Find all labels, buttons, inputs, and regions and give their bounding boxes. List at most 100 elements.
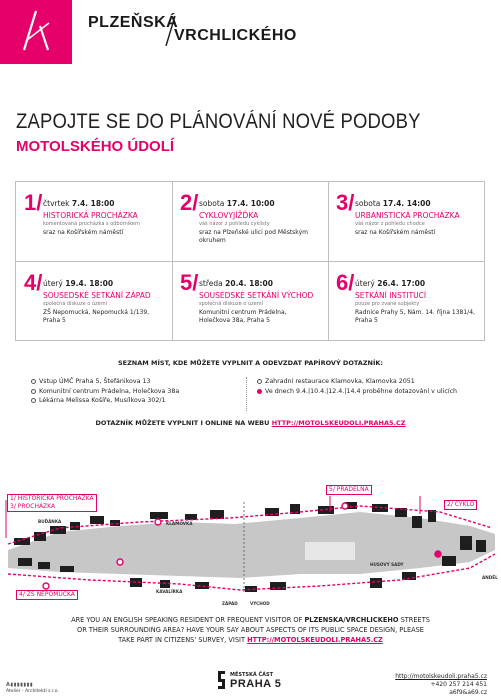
web-line: DOTAZNÍK MŮŽETE VYPLNIT I ONLINE NA WEBU… — [0, 419, 501, 427]
praha5-big: PRAHA 5 — [230, 678, 282, 690]
slash-icon — [165, 16, 176, 46]
contact-code: a6f9&a69.cz — [449, 689, 487, 696]
event-place: sraz na Košířském náměstí — [43, 229, 124, 236]
event-number: 5/ — [180, 270, 199, 295]
map-label-text: 1/ HISTORICKÁ PROCHÁZKA — [10, 495, 94, 502]
event-name: SETKÁNÍ INSTITUCÍ — [355, 291, 427, 300]
event-card: 1/ čtvrtek 7.4. 18:00 HISTORICKÁ PROCHÁZ… — [16, 182, 166, 257]
bullet-icon — [31, 388, 36, 394]
event-name: URBANISTICKÁ PROCHÁZKA — [355, 211, 460, 220]
event-name: HISTORICKÁ PROCHÁZKA — [43, 211, 138, 220]
event-subtitle: pouze pro zvané subjekty — [355, 301, 420, 307]
place-text: Vstup ÚMČ Praha 5, Štefánikova 13 — [39, 378, 151, 385]
list-item: Lékárna Melissa Košíře, Musílkova 302/1 — [30, 396, 179, 406]
event-day: čtvrtek — [43, 199, 70, 208]
list-item: Zahradní restaurace Klamovka, Klamovka 2… — [256, 377, 457, 387]
map-label-4: 4/ ZŠ NEPOMUCKÁ — [16, 590, 78, 600]
map-marker-icon — [434, 550, 442, 558]
english-link[interactable]: HTTP://MOTOLSKEUDOLI.PRAHA5.CZ — [247, 636, 383, 644]
park-area — [305, 542, 355, 560]
corridor — [8, 512, 495, 578]
event-number: 4/ — [24, 270, 43, 295]
bullet-icon — [31, 398, 36, 403]
event-number: 2/ — [180, 190, 199, 215]
event-datetime: 7.4. 18:00 — [71, 199, 115, 208]
map-label-5: 5/ PRÁDELNA — [326, 485, 372, 495]
contact-link[interactable]: http://motolskeudoli.praha5.cz — [395, 673, 487, 680]
event-place: Radnice Prahy 5, Nám. 14. října 1381/4, … — [355, 309, 475, 324]
event-place: sraz na Košířském náměstí — [355, 229, 436, 236]
firm-mark: A▮▮▮▮▮▮▮ — [6, 682, 34, 688]
area-map — [5, 496, 496, 594]
firm-name: Atelier - Architekti s.r.o. — [6, 689, 59, 694]
page-subtitle: MOTOLSKÉHO ÚDOLÍ — [16, 138, 175, 155]
event-date: středa 20.4. 18:00 — [199, 279, 273, 288]
map-marker-icon — [116, 558, 124, 566]
firm-credit: A▮▮▮▮▮▮▮ Atelier - Architekti s.r.o. — [6, 682, 59, 694]
contact-info: http://motolskeudoli.praha5.cz +420 257 … — [395, 673, 487, 697]
street-label: BUĎÁNKA — [38, 519, 62, 524]
event-day: středa — [199, 279, 223, 288]
street-label: VÝCHOD — [250, 601, 270, 606]
walk-route — [7, 553, 496, 591]
english-text: OR THEIR SURROUNDING AREA? HAVE YOUR SAY… — [77, 626, 424, 634]
event-subtitle: společná diskuze o území — [199, 301, 264, 307]
list-item: Vstup ÚMČ Praha 5, Štefánikova 13 — [30, 377, 179, 387]
english-text: TAKE PART IN CITIZENS' SURVEY, VISIT — [118, 636, 245, 644]
place-text: Komunitní centrum Prádelna, Holečkova 38… — [39, 387, 180, 395]
logo-mark-icon — [22, 10, 50, 51]
place-text: Ve dnech 9.4.|10.4.|12.4.|14.4 proběhne … — [265, 387, 458, 395]
praha5-mark-icon — [218, 671, 225, 689]
event-subtitle: váš názor z pohledu chodce — [355, 221, 425, 227]
brand-line-1: PLZEŇSKÁ — [88, 14, 179, 31]
english-text: ARE YOU AN ENGLISH SPEAKING RESIDENT OR … — [71, 616, 303, 624]
street-label: ANDĚL — [482, 575, 498, 580]
places-list-left: Vstup ÚMČ Praha 5, Štefánikova 13 Komuni… — [30, 377, 179, 406]
bullet-icon — [257, 379, 262, 384]
bullet-icon — [31, 379, 36, 384]
event-date: sobota 17.4. 14:00 — [355, 199, 431, 208]
event-name: SOUSEDSKÉ SETKÁNÍ ZÁPAD — [43, 291, 151, 300]
event-place: ZŠ Nepomucká, Nepomucká 1/139, Praha 5 — [43, 309, 150, 324]
event-card: 5/ středa 20.4. 18:00 SOUSEDSKÉ SETKÁNÍ … — [172, 262, 322, 337]
walk-route — [7, 505, 493, 545]
event-number: 6/ — [336, 270, 355, 295]
event-datetime: 17.4. 10:00 — [226, 199, 275, 208]
event-date: čtvrtek 7.4. 18:00 — [43, 199, 115, 208]
event-datetime: 20.4. 18:00 — [225, 279, 273, 288]
event-name: CYKLOVYJÍŽĎKA — [199, 211, 259, 220]
event-subtitle: komentovaná procházka s odborníkem — [43, 221, 140, 227]
english-note: ARE YOU AN ENGLISH SPEAKING RESIDENT OR … — [0, 615, 501, 645]
event-day: úterý — [43, 279, 63, 288]
web-link[interactable]: HTTP://MOTOLSKEUDOLI.PRAHA5.CZ — [271, 419, 406, 427]
place-text: Lékárna Melissa Košíře, Musílkova 302/1 — [39, 397, 166, 404]
events-grid: 1/ čtvrtek 7.4. 18:00 HISTORICKÁ PROCHÁZ… — [15, 181, 485, 341]
event-place: sraz na Plzeňské ulici pod Městským okru… — [199, 229, 308, 244]
event-card: 6/ úterý 26.4. 17:00 SETKÁNÍ INSTITUCÍ p… — [328, 262, 478, 337]
list-item: Ve dnech 9.4.|10.4.|12.4.|14.4 proběhne … — [256, 387, 457, 397]
places-list-right: Zahradní restaurace Klamovka, Klamovka 2… — [256, 377, 457, 396]
english-text: STREETS — [400, 616, 430, 624]
brand-line-2: VRCHLICKÉHO — [174, 27, 297, 44]
street-label: KAVALÍRKA — [156, 589, 183, 594]
event-number: 1/ — [24, 190, 43, 215]
event-card: 3/ sobota 17.4. 14:00 URBANISTICKÁ PROCH… — [328, 182, 478, 257]
praha5-logo: MĚSTSKÁ ČÁST PRAHA 5 — [216, 669, 286, 693]
map-marker-icon — [341, 502, 349, 510]
english-bold: PLZENSKA/VRCHLICKEHO — [304, 616, 399, 624]
places-title: SEZNAM MÍST, KDE MŮŽETE VYPLNIT A ODEVZD… — [117, 359, 384, 367]
list-item: Komunitní centrum Prádelna, Holečkova 38… — [30, 387, 179, 397]
bullet-filled-icon — [257, 388, 262, 394]
grid-divider — [16, 261, 484, 262]
column-divider — [246, 377, 247, 411]
event-day: sobota — [355, 199, 381, 208]
page-title: ZAPOJTE SE DO PLÁNOVÁNÍ NOVÉ PODOBY — [16, 110, 421, 133]
logo — [0, 0, 72, 64]
map-label-text: 3/ PROCHÁZKA — [10, 503, 56, 510]
map-marker-icon — [42, 582, 50, 590]
leader-line — [5, 496, 421, 538]
event-name: SOUSEDSKÉ SETKÁNÍ VÝCHOD — [199, 291, 314, 300]
event-subtitle: váš názor z pohledu cyklisty — [199, 221, 270, 227]
web-text: DOTAZNÍK MŮŽETE VYPLNIT I ONLINE NA WEBU — [95, 419, 270, 427]
